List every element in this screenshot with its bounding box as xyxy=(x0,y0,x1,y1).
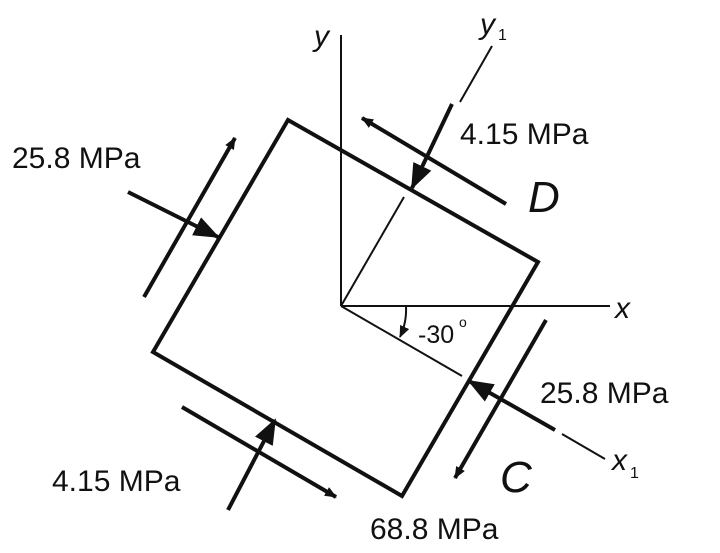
x1-axis-subscript: 1 xyxy=(630,465,639,482)
stress-element xyxy=(150,117,541,499)
stress-label-top: 4.15 MPa xyxy=(460,118,589,151)
x1-axis-inner xyxy=(340,305,463,377)
x1-axis-outer xyxy=(561,433,606,460)
y1-axis-outer xyxy=(459,45,493,103)
angle-arc xyxy=(399,305,410,338)
y1-axis-subscript: 1 xyxy=(498,27,507,44)
stress-label-bottom-left: 4.15 MPa xyxy=(52,465,181,498)
stress-label-left: 25.8 MPa xyxy=(12,142,141,175)
stress-label-right: 25.8 MPa xyxy=(540,377,669,410)
normal-arrow-right xyxy=(467,379,556,432)
point-label-D: D xyxy=(528,173,560,222)
point-label-C: C xyxy=(500,453,533,502)
angle-degree-mark: o xyxy=(459,314,467,330)
y1-axis-label: y xyxy=(478,8,497,41)
normal-arrow-top xyxy=(410,103,454,190)
y1-axis-inner xyxy=(340,196,405,307)
normal-arrow-bottom xyxy=(226,418,277,511)
shear-arrow-left xyxy=(142,137,237,298)
x-axis-label: x xyxy=(613,292,631,325)
stress-label-bottom: 68.8 MPa xyxy=(370,513,499,546)
shear-arrow-top xyxy=(360,116,508,206)
normal-arrow-left xyxy=(127,190,220,239)
y-axis-label: y xyxy=(312,20,331,53)
x1-axis-label: x xyxy=(610,444,628,477)
angle-label: -30 xyxy=(418,321,454,349)
